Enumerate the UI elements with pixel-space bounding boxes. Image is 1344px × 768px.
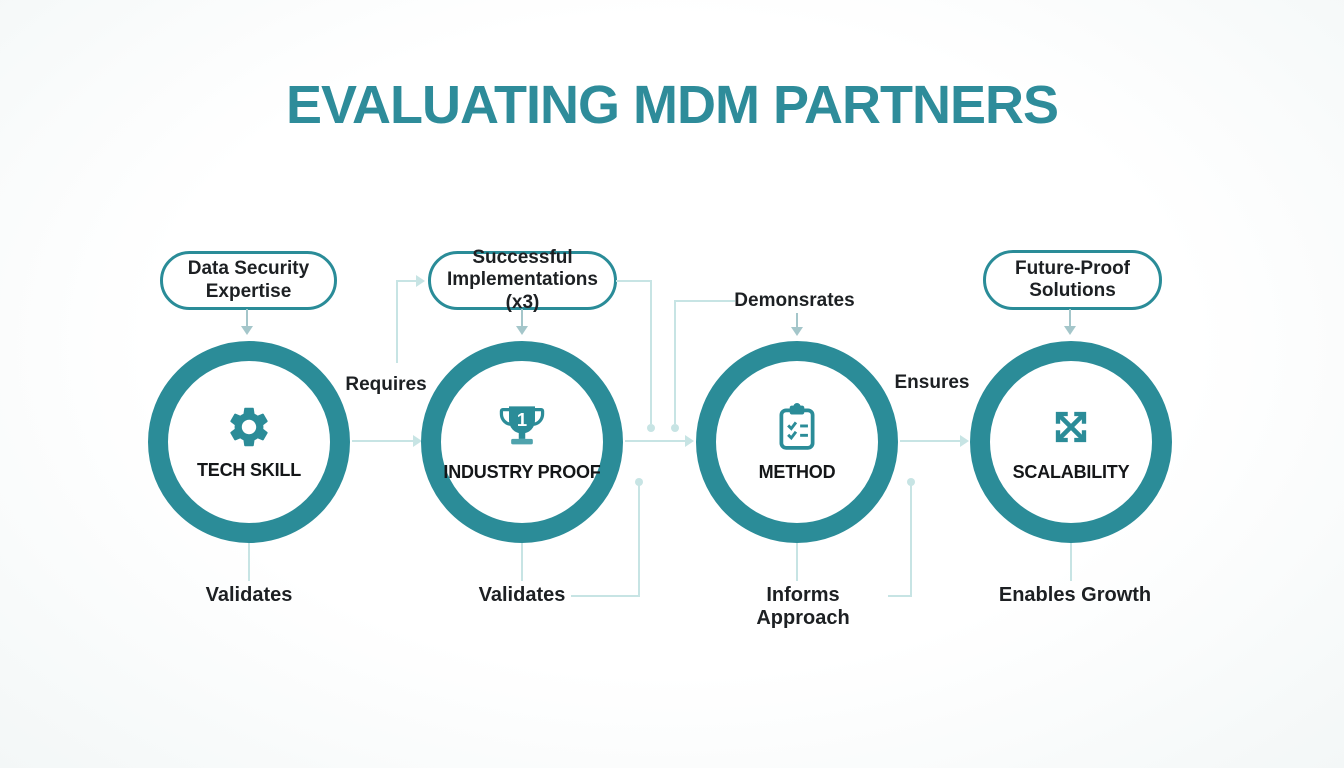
gear-icon [230,407,268,447]
connector-circle2-to-validates [521,543,523,581]
annotation-pill-future-proof: Future-Proof Solutions [983,250,1162,310]
clipboard-checklist-icon [779,403,815,450]
trophy-number: 1 [517,409,527,430]
connector-circle1-to-validates [248,543,250,581]
annotation-pill-successful-implementations: Successful Implementations (x3) [428,247,617,313]
edge-label-ensures: Ensures [894,372,970,393]
node-label: TECH SKILL [197,460,301,480]
connector-pill4-to-circle4 [1069,309,1071,326]
arrowhead-down-icon [241,326,253,335]
connector-circle3-to-circle4 [900,440,960,442]
pill-label: Future-Proof Solutions [1014,257,1131,301]
connector-circle2-to-circle3 [625,440,685,442]
connector-validates2-up [571,595,640,597]
connector-pill2-to-circle2 [521,309,523,326]
arrowhead-down-icon [1064,326,1076,335]
connector-informs-up [910,484,912,597]
connector-validates2-up [638,484,640,597]
arrowhead-down-icon [791,327,803,336]
arrowhead-right-icon [685,435,694,447]
connector-pill2-to-flow [616,280,652,282]
connector-endpoint-dot [635,478,643,486]
node-scalability: SCALABILITY [970,341,1172,543]
connector-requires-elbow [396,281,398,363]
annotation-informs-approach: Informs Approach [756,584,850,629]
connector-circle4-to-enables [1070,543,1072,581]
node-industry-proof: 1 INDUSTRY PROOF [421,341,623,543]
pill-label: Data Security Expertise [187,258,310,302]
page-title: EVALUATING MDM PARTNERS [286,75,1059,135]
connector-endpoint-dot [907,478,915,486]
node-method: METHOD [696,341,898,543]
connector-informs-up [888,595,912,597]
connector-circle3-to-informs [796,543,798,581]
node-label: INDUSTRY PROOF [443,462,601,482]
annotation-enables-growth: Enables Growth [998,584,1152,606]
connector-demonsrates-to-flow [675,300,735,302]
node-label: METHOD [758,462,836,482]
pill-label: Successful Implementations (x3) [447,246,598,313]
annotation-demonsrates: Demonsrates [734,290,855,311]
connector-pill2-to-flow [650,280,652,424]
node-tech-skill: TECH SKILL [148,341,350,543]
annotation-pill-data-security: Data Security Expertise [160,251,337,310]
connector-endpoint-dot [647,424,655,432]
connector-requires-elbow [396,280,416,282]
arrowhead-down-icon [516,326,528,335]
edge-label-requires: Requires [345,374,427,395]
connector-pill1-to-circle1 [246,309,248,326]
annotation-validates-2: Validates [478,584,566,606]
connector-circle1-to-circle2 [352,440,413,442]
connector-demonsrates-to-circle3 [796,313,798,327]
arrowhead-right-icon [413,435,422,447]
annotation-validates-1: Validates [205,584,293,606]
connector-endpoint-dot [671,424,679,432]
expand-arrows-icon [1055,411,1087,443]
trophy-icon: 1 [499,406,545,445]
node-label: SCALABILITY [1012,462,1130,482]
connector-demonsrates-to-flow [674,300,676,424]
arrowhead-right-icon [960,435,969,447]
arrowhead-right-icon [416,275,425,287]
